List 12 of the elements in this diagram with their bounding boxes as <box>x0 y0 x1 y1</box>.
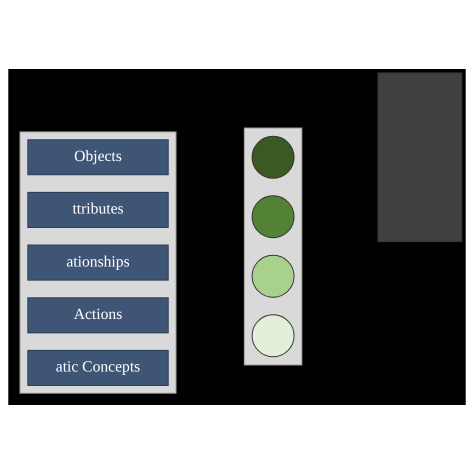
node-box: Actions <box>27 297 169 334</box>
cluster <box>20 131 177 394</box>
node-box: ationships <box>27 244 169 281</box>
node-circle <box>252 254 295 298</box>
node-box <box>377 72 462 242</box>
node-circle <box>252 314 295 358</box>
node-box: atic Concepts <box>27 350 169 386</box>
node-circle <box>252 136 295 179</box>
node-circle <box>252 195 295 238</box>
node-box: Objects <box>27 139 169 176</box>
node-box: ttributes <box>27 192 169 228</box>
cluster <box>244 128 302 366</box>
